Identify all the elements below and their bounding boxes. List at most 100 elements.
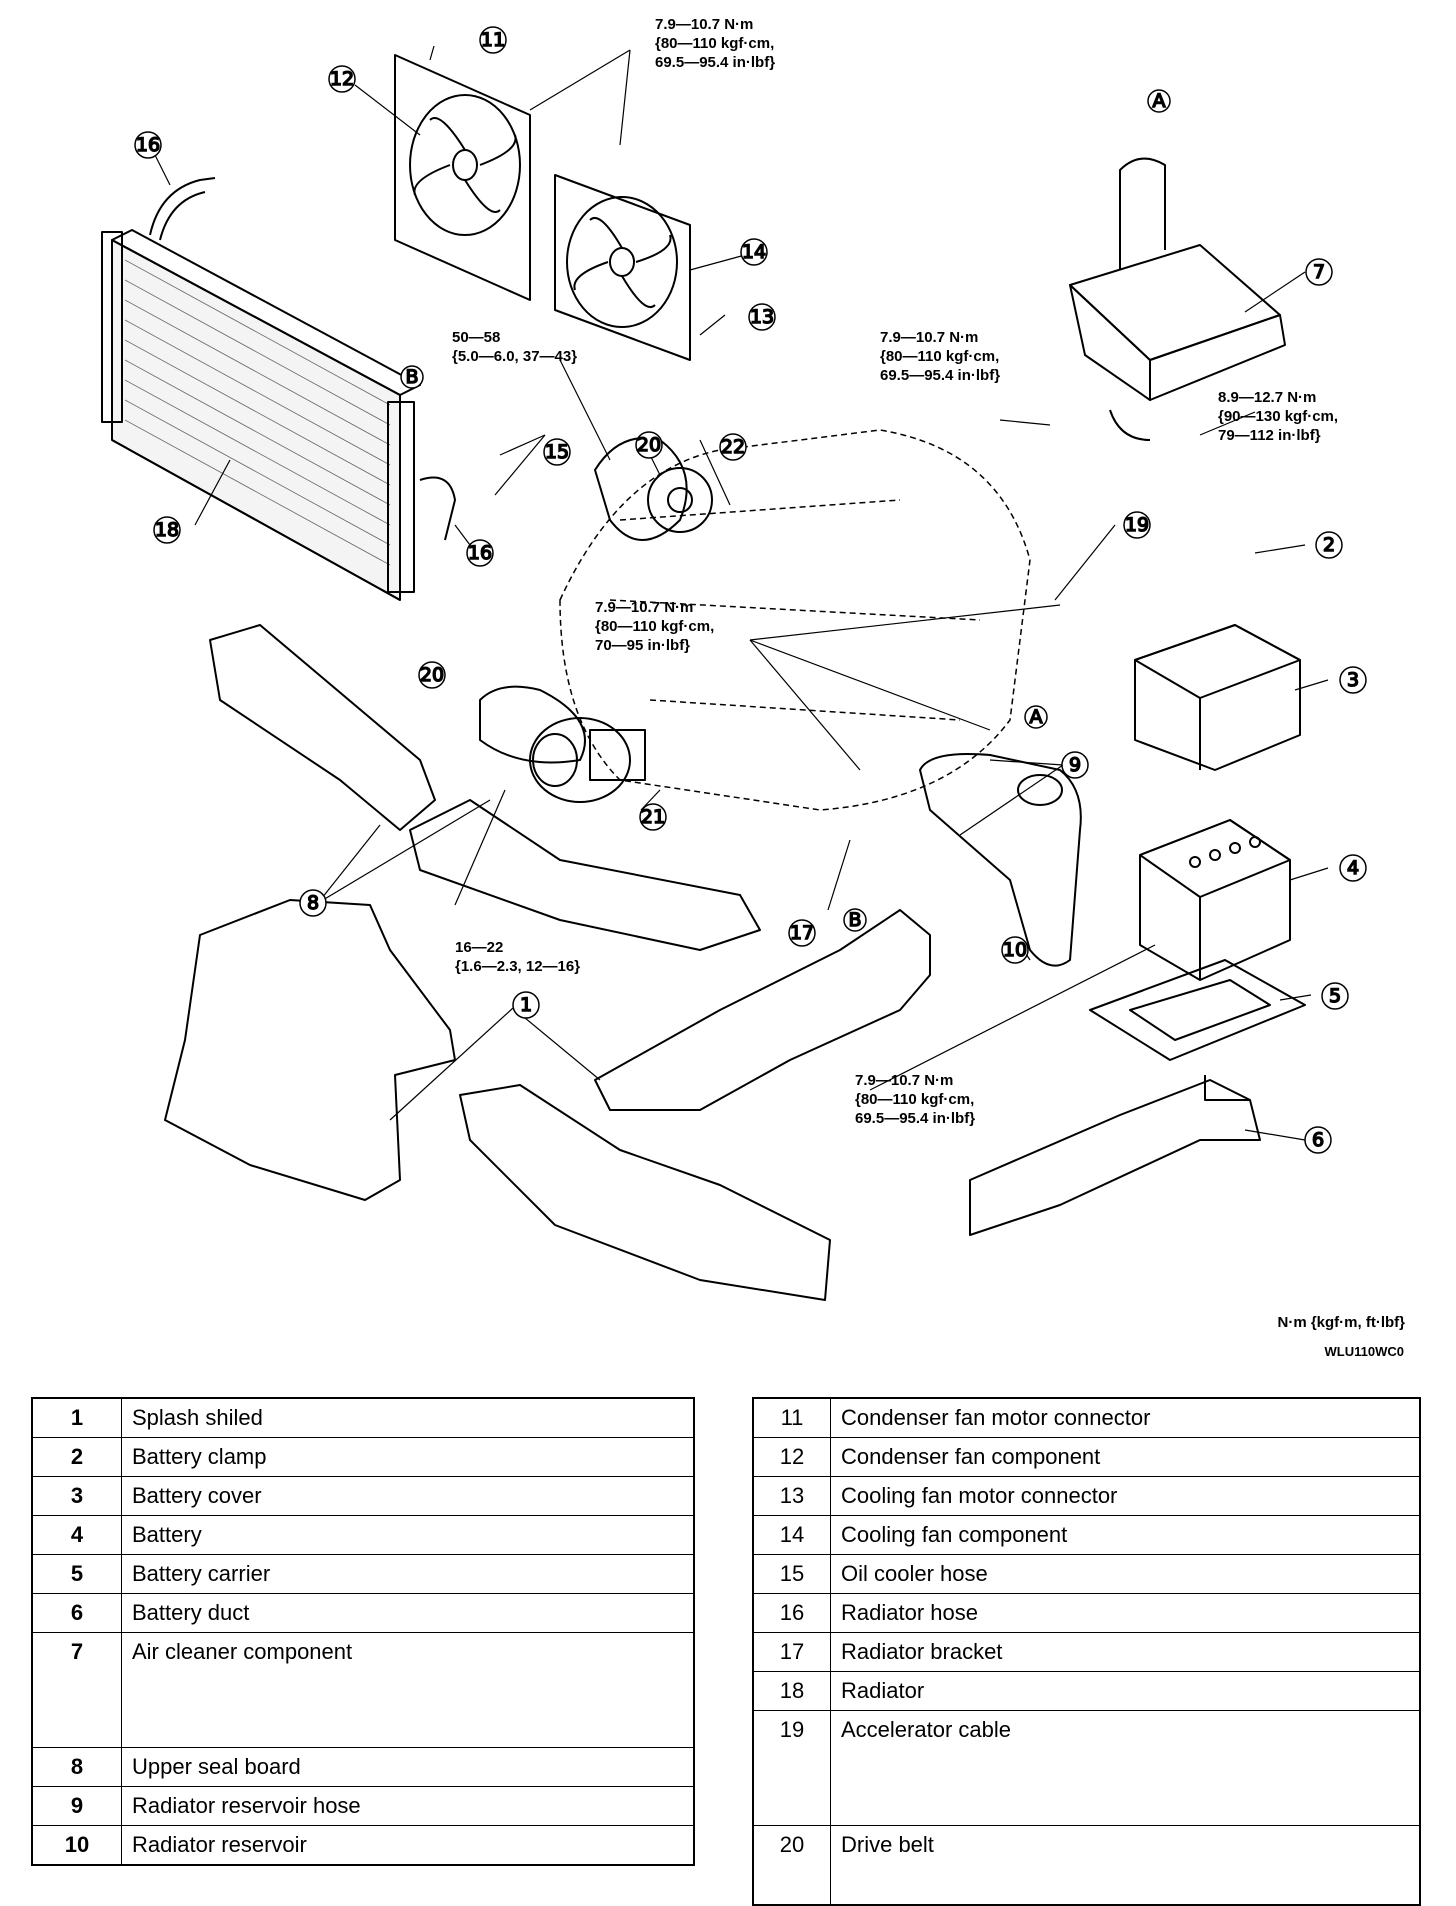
- svg-text:8.9—12.7 N·m: 8.9—12.7 N·m: [1218, 389, 1316, 406]
- exploded-parts-diagram: 7.9—10.7 N·m {80—110 kgf·cm, 69.5—95.4 i…: [101, 16, 1406, 1331]
- radiator-drawing: [101, 177, 456, 601]
- callout-1: 1: [512, 991, 540, 1019]
- callout-5: 5: [1321, 982, 1349, 1010]
- callout-6: 6: [1304, 1126, 1332, 1154]
- svg-text:21: 21: [641, 806, 665, 828]
- splash-shield-drawing: [164, 899, 931, 1301]
- callout-16-top: 16: [134, 131, 162, 159]
- svg-text:13: 13: [750, 306, 774, 328]
- ref-mark-b-bottom: B: [843, 908, 867, 932]
- svg-text:16—22: 16—22: [455, 939, 503, 956]
- callout-2: 2: [1315, 531, 1343, 559]
- svg-text:A: A: [1153, 90, 1166, 112]
- torque-spec-belt: 50—58 {5.0—6.0, 37—43}: [452, 329, 577, 365]
- battery-carrier-drawing: [1089, 959, 1306, 1061]
- callout-16-bottom: 16: [466, 539, 494, 567]
- ref-mark-b-top: B: [400, 365, 424, 389]
- callout-18: 18: [153, 516, 181, 544]
- svg-text:{80—110 kgf·cm,: {80—110 kgf·cm,: [655, 35, 774, 52]
- callout-10: 10: [1001, 936, 1029, 964]
- callout-12: 12: [328, 65, 356, 93]
- svg-text:B: B: [848, 909, 861, 931]
- svg-text:20: 20: [420, 664, 444, 686]
- svg-text:15: 15: [545, 441, 569, 463]
- svg-text:5: 5: [1329, 985, 1341, 1007]
- svg-text:69.5—95.4 in·lbf}: 69.5—95.4 in·lbf}: [855, 1110, 975, 1127]
- svg-text:9: 9: [1069, 754, 1081, 776]
- svg-text:7.9—10.7 N·m: 7.9—10.7 N·m: [655, 16, 753, 33]
- callout-3: 3: [1339, 666, 1367, 694]
- battery-duct-drawing: [969, 1075, 1261, 1236]
- reservoir-drawing: [919, 753, 1082, 967]
- svg-text:7.9—10.7 N·m: 7.9—10.7 N·m: [595, 599, 693, 616]
- svg-text:16: 16: [468, 542, 492, 564]
- svg-text:14: 14: [742, 241, 766, 263]
- ref-mark-a-bottom: A: [1024, 705, 1048, 729]
- upper-seal-board-drawing: [209, 624, 761, 951]
- svg-text:8: 8: [307, 892, 319, 914]
- drive-belt-drawing: [479, 437, 713, 764]
- svg-text:22: 22: [721, 436, 745, 458]
- callout-9: 9: [1061, 751, 1089, 779]
- svg-text:{80—110 kgf·cm,: {80—110 kgf·cm,: [855, 1091, 974, 1108]
- svg-text:7: 7: [1313, 261, 1325, 283]
- svg-text:20: 20: [637, 434, 661, 456]
- callout-21: 21: [639, 803, 667, 831]
- svg-text:4: 4: [1347, 857, 1359, 879]
- callout-4: 4: [1339, 854, 1367, 882]
- svg-text:{90—130 kgf·cm,: {90—130 kgf·cm,: [1218, 408, 1338, 425]
- battery-cover-drawing: [1134, 624, 1301, 771]
- svg-text:A: A: [1030, 706, 1043, 728]
- callout-20-top: 20: [635, 431, 663, 459]
- svg-text:11: 11: [481, 29, 505, 51]
- svg-text:7.9—10.7 N·m: 7.9—10.7 N·m: [880, 329, 978, 346]
- torque-spec-battery-carrier: 7.9—10.7 N·m {80—110 kgf·cm, 69.5—95.4 i…: [855, 1072, 975, 1127]
- svg-text:2: 2: [1323, 534, 1335, 556]
- cooling-fan-drawing: [554, 174, 691, 361]
- torque-spec-fan-bolts: 7.9—10.7 N·m {80—110 kgf·cm, 69.5—95.4 i…: [655, 16, 775, 71]
- svg-text:1: 1: [520, 994, 532, 1016]
- svg-text:{5.0—6.0, 37—43}: {5.0—6.0, 37—43}: [452, 348, 577, 365]
- svg-text:70—95 in·lbf}: 70—95 in·lbf}: [595, 637, 690, 654]
- svg-text:19: 19: [1125, 514, 1149, 536]
- svg-text:{1.6—2.3, 12—16}: {1.6—2.3, 12—16}: [455, 958, 580, 975]
- svg-text:B: B: [405, 366, 418, 388]
- callout-14: 14: [740, 238, 768, 266]
- callout-11: 11: [479, 26, 507, 54]
- units-note: N·m {kgf·m, ft·lbf}: [1278, 1314, 1406, 1331]
- condenser-fan-drawing: [394, 54, 531, 301]
- callout-8: 8: [299, 889, 327, 917]
- ref-mark-a-top: A: [1147, 89, 1171, 113]
- callout-13: 13: [748, 303, 776, 331]
- svg-text:69.5—95.4 in·lbf}: 69.5—95.4 in·lbf}: [880, 367, 1000, 384]
- callout-15: 15: [543, 438, 571, 466]
- battery-drawing: [1139, 819, 1291, 981]
- callout-19: 19: [1123, 511, 1151, 539]
- svg-text:10: 10: [1003, 939, 1027, 961]
- callout-7: 7: [1305, 258, 1333, 286]
- svg-text:18: 18: [155, 519, 179, 541]
- svg-text:7.9—10.7 N·m: 7.9—10.7 N·m: [855, 1072, 953, 1089]
- svg-text:69.5—95.4 in·lbf}: 69.5—95.4 in·lbf}: [655, 54, 775, 71]
- leader-lines: [149, 45, 1329, 1141]
- svg-text:12: 12: [330, 68, 354, 90]
- torque-spec-seal-board: 16—22 {1.6—2.3, 12—16}: [455, 939, 580, 975]
- torque-spec-air-cleaner-right: 8.9—12.7 N·m {90—130 kgf·cm, 79—112 in·l…: [1218, 389, 1338, 444]
